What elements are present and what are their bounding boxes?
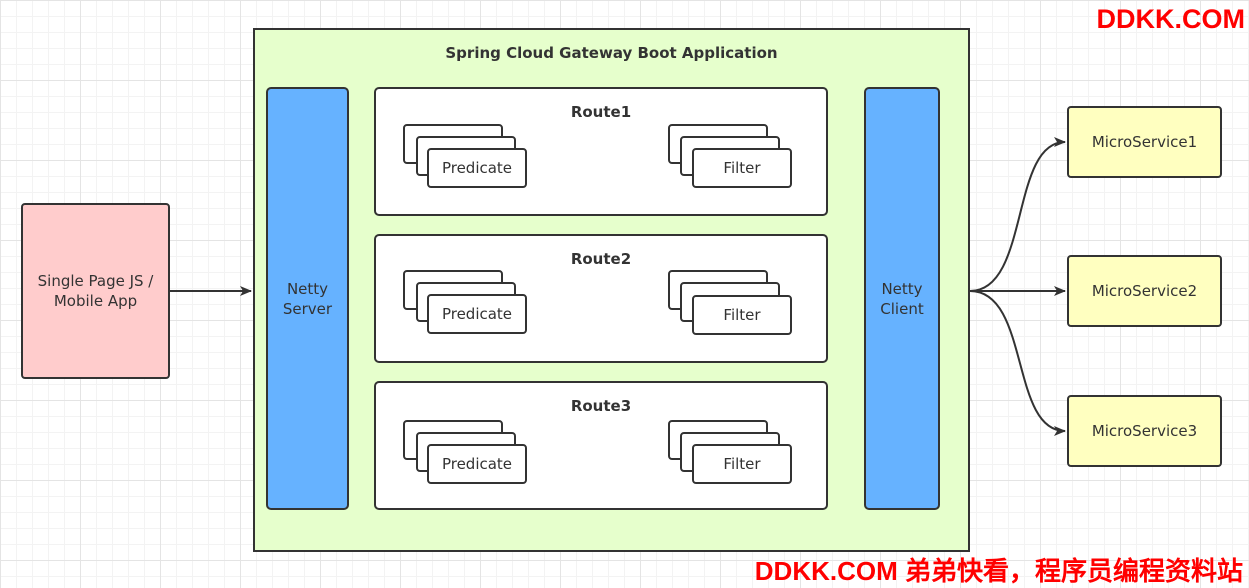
microservice-2-label: MicroService2 xyxy=(1091,282,1198,300)
route-2-title: Route2 xyxy=(570,250,632,268)
predicate-label: Predicate xyxy=(441,159,513,177)
predicate-box: Predicate xyxy=(427,148,527,188)
watermark-bottom: DDKK.COM 弟弟快看，程序员编程资料站 xyxy=(754,556,1243,586)
filter-label: Filter xyxy=(723,455,761,473)
predicate-label: Predicate xyxy=(441,305,513,323)
netty-server-label: Netty Server xyxy=(282,279,333,318)
predicate-box: Predicate xyxy=(427,294,527,334)
microservice-2-box: MicroService2 xyxy=(1067,255,1222,327)
filter-box: Filter xyxy=(692,444,792,484)
predicate-box: Predicate xyxy=(427,444,527,484)
client-app-label: Single Page JS / Mobile App xyxy=(37,272,154,310)
route-1-box: Route1 Predicate Filter xyxy=(374,87,828,216)
microservice-1-box: MicroService1 xyxy=(1067,106,1222,178)
filter-label: Filter xyxy=(723,159,761,177)
netty-server-box: Netty Server xyxy=(266,87,349,510)
netty-client-label: Netty Client xyxy=(880,279,924,318)
gateway-to-microservice-3-arrow xyxy=(969,290,1066,436)
route-2-box: Route2 Predicate Filter xyxy=(374,234,828,363)
microservice-1-label: MicroService1 xyxy=(1091,133,1198,151)
route-3-box: Route3 Predicate Filter xyxy=(374,381,828,510)
filter-box: Filter xyxy=(692,295,792,335)
microservice-3-label: MicroService3 xyxy=(1091,422,1198,440)
microservice-3-box: MicroService3 xyxy=(1067,395,1222,467)
gateway-to-microservice-1-arrow xyxy=(969,137,1066,292)
watermark-top: DDKK.COM xyxy=(1096,4,1246,34)
filter-box: Filter xyxy=(692,148,792,188)
route-1-title: Route1 xyxy=(570,103,632,121)
route-3-title: Route3 xyxy=(570,397,632,415)
gateway-title: Spring Cloud Gateway Boot Application xyxy=(445,44,778,62)
netty-client-box: Netty Client xyxy=(864,87,940,510)
predicate-label: Predicate xyxy=(441,455,513,473)
client-app-box: Single Page JS / Mobile App xyxy=(21,203,170,379)
filter-label: Filter xyxy=(723,306,761,324)
